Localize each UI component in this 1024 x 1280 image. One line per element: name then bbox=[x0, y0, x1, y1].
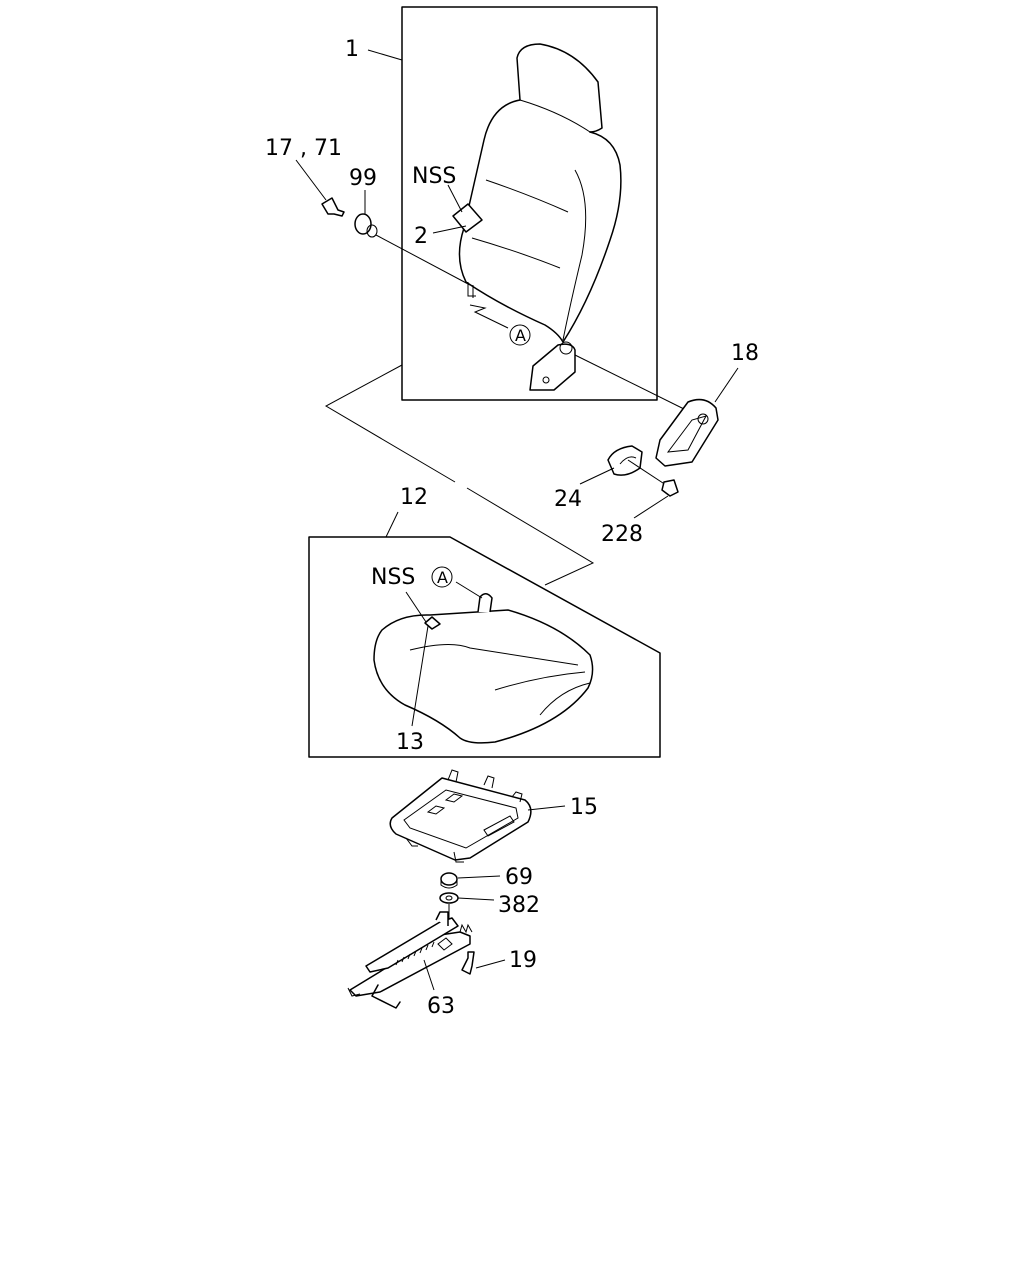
leader-15 bbox=[527, 805, 566, 811]
label-17-71: 17 , 71 bbox=[265, 136, 342, 161]
backrest-side bbox=[562, 169, 587, 341]
leader-69 bbox=[457, 875, 501, 879]
cushion-seam-back bbox=[494, 671, 586, 691]
bushing-99 bbox=[354, 213, 372, 235]
label-228: 228 bbox=[601, 522, 643, 547]
label-nss-back: NSS bbox=[412, 164, 456, 189]
seat-frame-inner bbox=[403, 789, 519, 849]
cover-24 bbox=[607, 445, 643, 476]
frame-tab-right bbox=[483, 775, 523, 803]
nut-69-side bbox=[440, 879, 458, 889]
recliner-hinge bbox=[529, 343, 576, 391]
nut-69 bbox=[440, 872, 458, 886]
backrest-seam-lower bbox=[471, 237, 561, 269]
rail-spring bbox=[459, 923, 473, 934]
cushion-seam-front bbox=[409, 644, 579, 666]
washer-382-hole bbox=[445, 895, 453, 901]
leader-24 bbox=[579, 467, 615, 485]
label-12: 12 bbox=[400, 485, 428, 510]
label-24: 24 bbox=[554, 487, 582, 512]
leader-19 bbox=[475, 959, 506, 969]
callout-a-back bbox=[509, 324, 531, 346]
hinge-hole bbox=[542, 376, 550, 384]
seat-frame-15 bbox=[389, 777, 532, 861]
label-13: 13 bbox=[396, 730, 424, 755]
label-15: 15 bbox=[570, 795, 598, 820]
hinge-to-bracket-line bbox=[574, 354, 687, 411]
bolt-228 bbox=[661, 479, 679, 497]
label-382: 382 bbox=[498, 893, 540, 918]
side-bracket-hole bbox=[697, 413, 709, 425]
bolt-group: 17 , 71 99 bbox=[265, 136, 471, 286]
side-bracket-18 bbox=[655, 398, 719, 467]
label-63: 63 bbox=[427, 994, 455, 1019]
backrest-outline bbox=[458, 99, 622, 343]
label-69: 69 bbox=[505, 865, 533, 890]
leader-382 bbox=[457, 897, 495, 901]
slide-rail-group: 19 63 bbox=[347, 904, 537, 1019]
leader-a-cushion bbox=[455, 581, 483, 599]
frame-foot bbox=[405, 837, 464, 863]
back-hook bbox=[467, 282, 476, 298]
assembly-guide-lines bbox=[324, 364, 595, 586]
seat-cushion bbox=[373, 609, 594, 744]
rail-teeth bbox=[395, 941, 435, 966]
leader-18 bbox=[714, 367, 739, 403]
label-nss-cushion: NSS bbox=[371, 565, 415, 590]
frame-slots bbox=[426, 793, 515, 837]
leader-nss-back bbox=[447, 184, 463, 213]
bolt-19 bbox=[461, 951, 475, 975]
frame-tab-left bbox=[447, 769, 459, 783]
label-18: 18 bbox=[731, 341, 759, 366]
label-2: 2 bbox=[414, 224, 428, 249]
leader-1 bbox=[367, 49, 403, 61]
leader-a-back bbox=[469, 304, 509, 329]
leader-228 bbox=[633, 495, 669, 519]
bushing-to-back-line bbox=[375, 234, 471, 286]
rail-end bbox=[347, 987, 361, 997]
label-99: 99 bbox=[349, 166, 377, 191]
rail-block bbox=[437, 937, 453, 951]
cushion-group: 12 NSS A 13 bbox=[308, 364, 661, 758]
side-bracket-inner bbox=[666, 415, 707, 453]
release-handle bbox=[371, 984, 401, 1009]
leader-17-71 bbox=[295, 159, 327, 201]
nss-tag-cushion bbox=[424, 616, 441, 630]
fastener-group: 69 382 bbox=[439, 865, 540, 918]
cover-to-bolt-line bbox=[627, 459, 667, 486]
headrest-underside bbox=[519, 99, 591, 133]
headrest bbox=[516, 43, 603, 133]
callout-a-cushion bbox=[431, 566, 453, 588]
label-1: 1 bbox=[345, 37, 359, 62]
bolt-17-71 bbox=[321, 197, 345, 217]
bracket-group: 18 24 228 bbox=[554, 341, 759, 547]
leader-13 bbox=[411, 625, 429, 727]
bushing-99-inner bbox=[366, 224, 378, 238]
hinge-pivot bbox=[559, 341, 573, 355]
cushion-frame bbox=[308, 536, 661, 758]
washer-382 bbox=[439, 892, 459, 904]
leader-63 bbox=[423, 959, 435, 991]
label-a-back: A bbox=[515, 326, 526, 345]
leader-12 bbox=[385, 511, 399, 538]
rail-bracket bbox=[435, 911, 449, 926]
backrest-seam-upper bbox=[485, 179, 569, 213]
cover-24-slot bbox=[619, 456, 637, 465]
leader-2 bbox=[432, 225, 467, 234]
label-a-cushion: A bbox=[437, 568, 448, 587]
label-19: 19 bbox=[509, 948, 537, 973]
leader-nss-cushion bbox=[405, 591, 427, 623]
seat-frame-group: 15 bbox=[389, 769, 598, 863]
cushion-bolster bbox=[539, 682, 591, 716]
seat-back-frame bbox=[401, 6, 658, 401]
seat-back-group: 1 NSS 2 A bbox=[345, 6, 658, 401]
